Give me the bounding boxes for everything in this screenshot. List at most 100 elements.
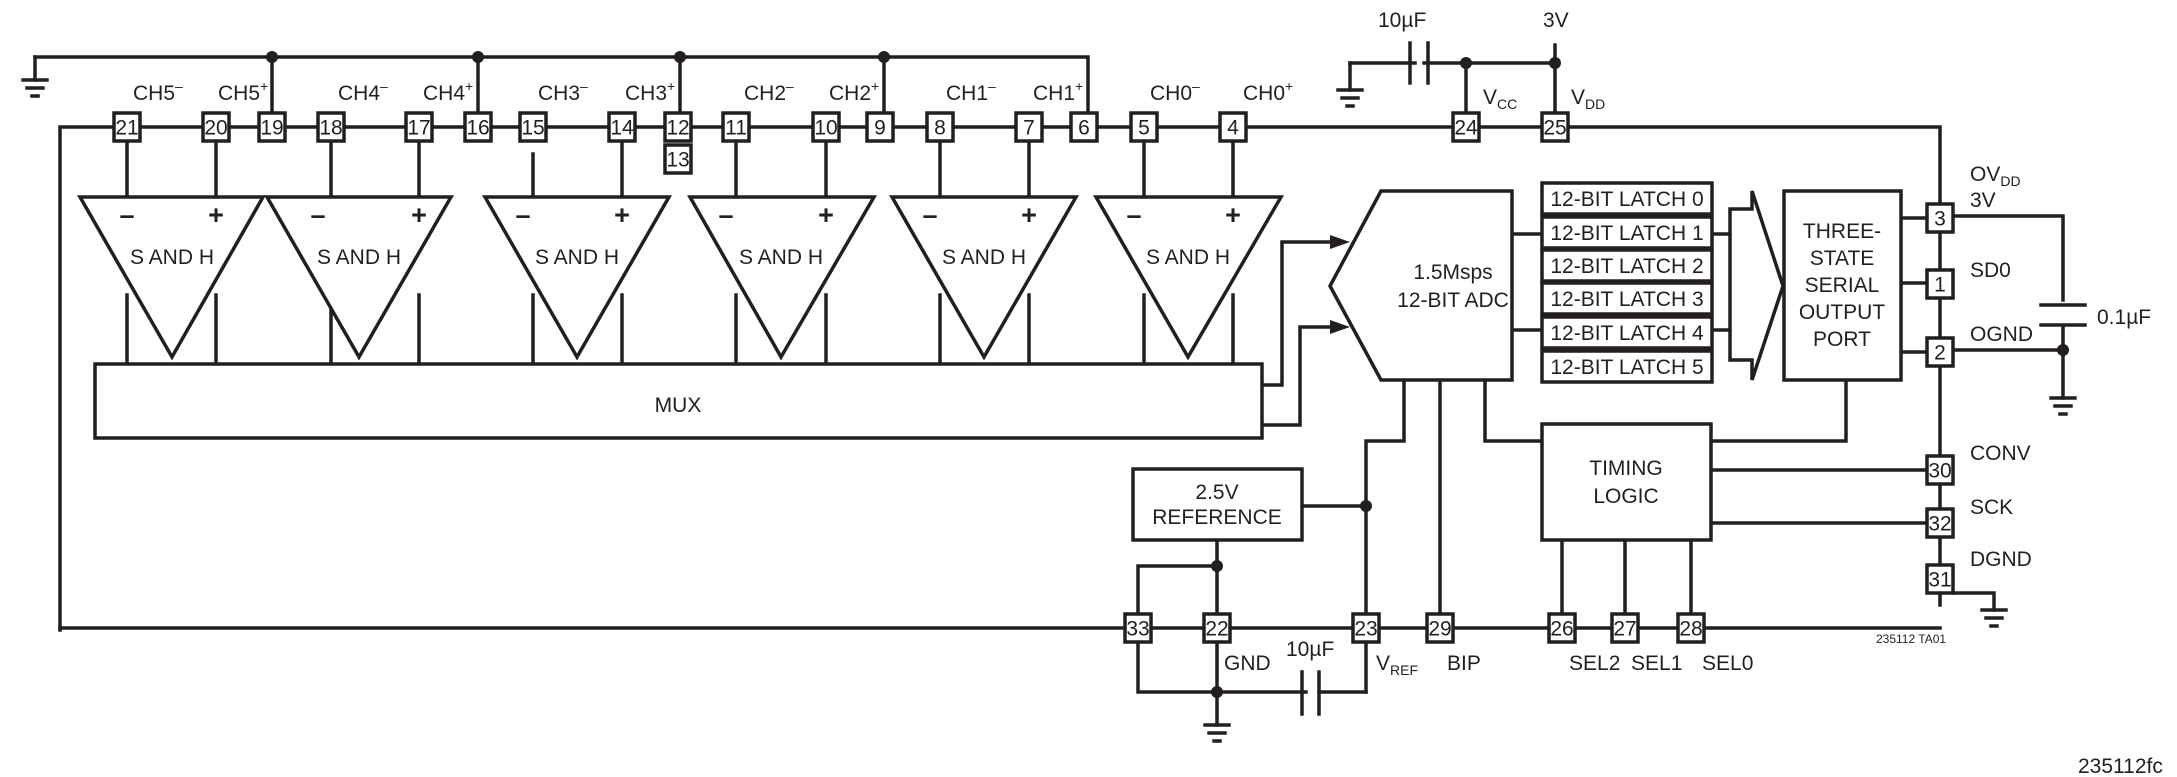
- latch-label: 12-BIT LATCH 1: [1550, 222, 1703, 245]
- timing-label: LOGIC: [1593, 485, 1658, 508]
- svg-text:6: 6: [1078, 117, 1090, 140]
- timing-label: TIMING: [1589, 457, 1663, 480]
- latch-4: 12-BIT LATCH 4: [1540, 315, 1714, 350]
- ch5-minus-label: CH5–: [133, 78, 183, 105]
- pin-4: 4: [1218, 111, 1248, 143]
- port-label-line: SERIAL: [1805, 274, 1880, 297]
- svg-text:25: 25: [1543, 117, 1566, 140]
- svg-text:5: 5: [1138, 117, 1150, 140]
- sample-hold-label: S AND H: [942, 246, 1026, 269]
- svg-text:24: 24: [1454, 117, 1478, 140]
- svg-text:8: 8: [934, 117, 946, 140]
- ground-icon: [1336, 88, 1364, 108]
- svg-text:29: 29: [1428, 618, 1451, 641]
- ch2-minus-label: CH2–: [744, 78, 794, 105]
- ch1-plus-label: CH1+: [1033, 78, 1083, 105]
- sample-hold-ch2: – + S AND H: [686, 195, 878, 361]
- svg-text:23: 23: [1354, 618, 1377, 641]
- page-code: 235112fc: [2078, 755, 2163, 777]
- adc-block: 1.5Msps 12-BIT ADC: [1328, 189, 1514, 382]
- pin-7: 7: [1014, 111, 1044, 143]
- latch-3: 12-BIT LATCH 3: [1540, 281, 1714, 316]
- svg-text:7: 7: [1023, 117, 1035, 140]
- vref-label: VREF: [1376, 652, 1418, 678]
- latch-5: 12-BIT LATCH 5: [1540, 349, 1714, 384]
- plus-sign: +: [818, 200, 834, 230]
- svg-text:22: 22: [1205, 618, 1228, 641]
- sample-hold-label: S AND H: [1146, 246, 1230, 269]
- cap-vref-value: 10µF: [1286, 638, 1334, 661]
- pin-31: 31: [1925, 563, 1955, 595]
- svg-text:11: 11: [725, 117, 747, 140]
- pin-33: 33: [1123, 612, 1153, 644]
- pin-28: 28: [1676, 612, 1706, 644]
- reference-block: 2.5V REFERENCE: [1131, 467, 1304, 542]
- pin-20: 20: [201, 111, 231, 143]
- sample-hold-label: S AND H: [535, 246, 619, 269]
- plus-sign: +: [208, 200, 224, 230]
- pin-14: 14: [607, 111, 637, 143]
- pin-27: 27: [1610, 612, 1640, 644]
- pin-22: 22: [1202, 612, 1232, 644]
- port-label-line: PORT: [1813, 328, 1871, 351]
- cap-ovdd-value: 0.1µF: [2097, 306, 2151, 329]
- ch3-minus-label: CH3–: [538, 78, 588, 105]
- sdo-label: SD0: [1970, 259, 2011, 282]
- pin-17: 17: [404, 111, 434, 143]
- pin-24: 24: [1451, 111, 1481, 143]
- mux-label: MUX: [655, 394, 702, 417]
- minus-sign: –: [515, 200, 530, 230]
- minus-sign: –: [1126, 200, 1141, 230]
- latch-stack: 12-BIT LATCH 0 12-BIT LATCH 1 12-BIT LAT…: [1540, 181, 1714, 384]
- plus-sign: +: [1225, 200, 1241, 230]
- sample-hold-ch3: – + S AND H: [481, 195, 673, 361]
- plus-sign: +: [1021, 200, 1037, 230]
- pin-6: 6: [1069, 111, 1099, 143]
- pin-15: 15: [518, 111, 548, 143]
- ch0-plus-label: CH0+: [1243, 78, 1293, 105]
- svg-text:1: 1: [1934, 274, 1946, 297]
- plus-sign: +: [614, 200, 630, 230]
- pin-32: 32: [1925, 507, 1955, 539]
- svg-text:18: 18: [319, 117, 342, 140]
- sck-label: SCK: [1970, 496, 2013, 519]
- ovdd-voltage: 3V: [1970, 189, 1996, 212]
- ground-icon: [21, 78, 49, 98]
- minus-sign: –: [310, 200, 325, 230]
- port-label-line: OUTPUT: [1799, 301, 1886, 324]
- pin-13: 13: [663, 143, 693, 175]
- latch-label: 12-BIT LATCH 4: [1550, 322, 1704, 345]
- sample-hold-amps: – + S AND H – + S AND H – + S AND H – + …: [76, 195, 1285, 361]
- supply-labels: 10µF 3V VCC VDD: [1378, 9, 1605, 112]
- pin-8: 8: [925, 111, 955, 143]
- svg-text:17: 17: [407, 117, 430, 140]
- pin-16: 16: [463, 111, 493, 143]
- sample-hold-ch4: – + S AND H: [263, 195, 455, 361]
- svg-text:27: 27: [1613, 618, 1636, 641]
- latch-label: 12-BIT LATCH 3: [1550, 288, 1703, 311]
- pin-21: 21: [112, 111, 142, 143]
- svg-text:13: 13: [666, 149, 689, 172]
- svg-text:9: 9: [874, 117, 886, 140]
- port-label-line: THREE-: [1803, 220, 1881, 243]
- arrow-icon: [1330, 235, 1350, 249]
- sample-hold-ch5: – + S AND H: [76, 195, 267, 361]
- timing-logic-block: TIMING LOGIC: [1540, 422, 1713, 542]
- pin-19: 19: [257, 111, 287, 143]
- pin-9: 9: [865, 111, 895, 143]
- pin-12: 12: [663, 111, 693, 143]
- latch-label: 12-BIT LATCH 5: [1550, 356, 1703, 379]
- bip-label: BIP: [1447, 652, 1481, 675]
- sample-hold-label: S AND H: [739, 246, 823, 269]
- bus-arrow-icon: [1728, 190, 1785, 381]
- conv-label: CONV: [1970, 442, 2031, 465]
- adc-label-bits: 12-BIT ADC: [1397, 289, 1509, 312]
- svg-text:32: 32: [1928, 513, 1951, 536]
- vcc-label: VCC: [1483, 86, 1517, 112]
- sample-hold-label: S AND H: [130, 246, 214, 269]
- latch-label: 12-BIT LATCH 2: [1550, 255, 1703, 278]
- pin-1: 1: [1925, 268, 1955, 300]
- svg-text:26: 26: [1550, 618, 1573, 641]
- svg-text:10: 10: [814, 117, 837, 140]
- pin-10: 10: [811, 111, 841, 143]
